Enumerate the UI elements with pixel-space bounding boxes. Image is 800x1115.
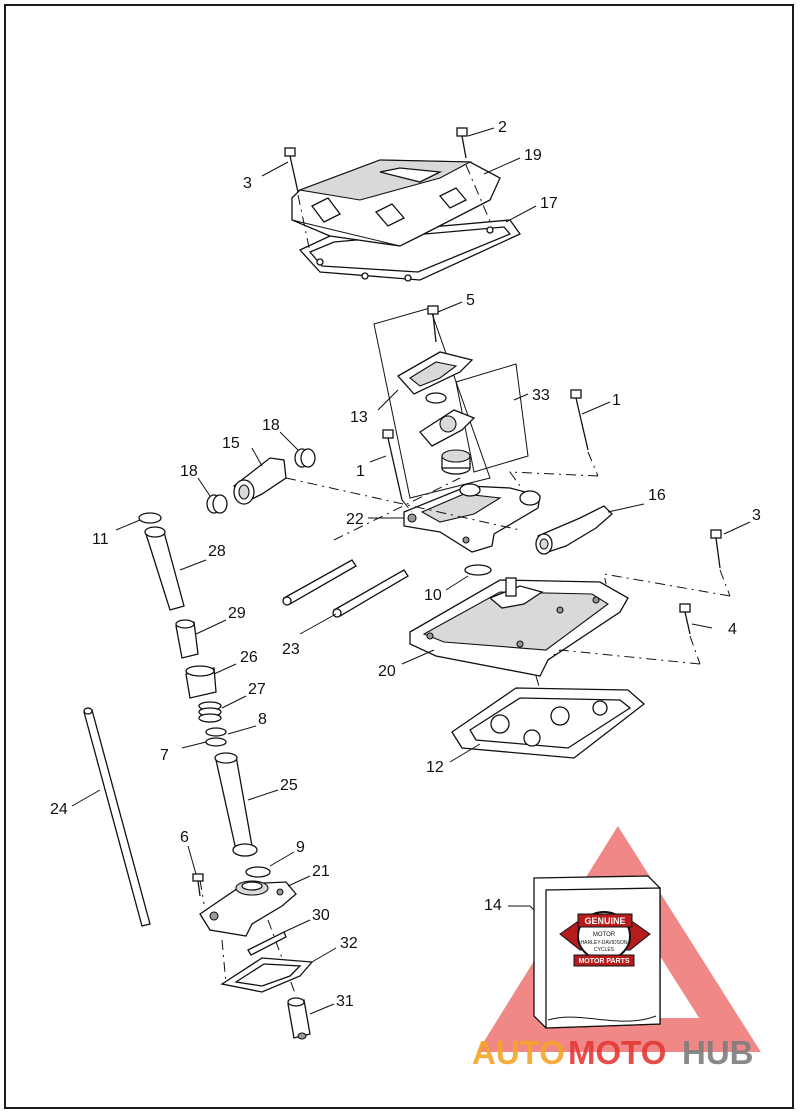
oring-11 [138,512,162,524]
callout-30: 30 [312,907,330,924]
bolt-5 [427,305,439,343]
callout-32: 32 [340,935,358,952]
badge-brand-text: HARLEY-DAVIDSON [581,940,628,946]
bolt-6 [192,873,204,897]
rocker-arm-15 [233,457,287,505]
pushrod-24 [83,707,151,927]
rocker-cover-19 [291,159,501,247]
bolt-2-cover [456,127,468,159]
callout-11: 11 [92,531,109,548]
bolt-4 [679,603,691,635]
callout-3-cover: 3 [243,175,252,192]
watermark-auto: AUTO [472,1034,565,1071]
breather-cover-5 [396,351,474,395]
callout-19: 19 [524,147,542,164]
watermark-moto: MOTO [568,1034,666,1071]
callout-12: 12 [426,759,444,776]
callout-4: 4 [728,621,737,638]
callout-15: 15 [222,435,240,452]
callout-6: 6 [180,829,189,846]
callout-20: 20 [378,663,396,680]
genuine-motor-parts-badge: GENUINE MOTOR HARLEY-DAVIDSON CYCLES MOT… [559,911,651,967]
pushrod-tube-upper-28 [144,526,185,611]
bracket-33 [455,363,529,473]
callout-3-housing: 3 [752,507,761,524]
gasket-12 [451,687,646,759]
callout-2: 2 [498,119,507,136]
rocker-shaft-23-b [332,569,409,618]
bolt-1-right [570,389,589,451]
callout-14: 14 [484,897,502,914]
pushrod-tube-lower-25 [214,752,258,857]
watermark-hub: HUB [682,1034,754,1071]
gasket-32 [220,957,314,993]
badge-motor-parts-text: MOTOR PARTS [578,958,629,965]
callout-29: 29 [228,605,246,622]
lifter-31 [287,997,311,1040]
spring-27 [198,701,222,723]
pin-30 [247,931,287,956]
callout-18-left: 18 [180,463,198,480]
bolt-3-housing [710,529,722,569]
callout-27: 27 [248,681,266,698]
oring-8 [205,727,227,737]
rocker-arm-16 [535,505,613,555]
callout-33: 33 [532,387,550,404]
callout-23: 23 [282,641,300,658]
bolt-3-cover [284,147,299,193]
callout-25: 25 [280,777,298,794]
callout-17: 17 [540,195,558,212]
callout-31: 31 [336,993,354,1010]
lower-rocker-housing-20 [409,577,629,677]
callout-21: 21 [312,863,330,880]
leader-lines [71,127,751,1015]
callout-10: 10 [424,587,442,604]
callout-26: 26 [240,649,258,666]
callout-24: 24 [50,801,68,818]
callout-1-right: 1 [612,392,621,409]
callout-22: 22 [346,511,364,528]
rocker-support-22 [403,483,541,553]
bushing-18-right [294,448,316,468]
callout-18-right: 18 [262,417,280,434]
callout-9: 9 [296,839,305,856]
callout-16: 16 [648,487,666,504]
oring-9 [245,866,271,878]
badge-motor-text: MOTOR [593,932,616,938]
bushing-18-left [206,494,228,514]
callout-13: 13 [350,409,368,426]
callout-8: 8 [258,711,267,728]
lifter-cover-21 [199,880,297,937]
pushrod-tube-middle-29 [175,619,199,659]
breather-valve [419,409,476,447]
badge-genuine-text: GENUINE [584,916,625,926]
callout-28: 28 [208,543,226,560]
breather-oring [425,392,447,404]
watermark-text: AUTO MOTO HUB [472,1034,754,1071]
rocker-shaft-23-a [282,559,357,606]
page-frame [4,4,794,1109]
breather-filter [441,449,471,475]
spring-cap-26 [185,665,217,699]
bracket-13 [373,307,491,499]
callout-1-left: 1 [356,463,365,480]
callout-7: 7 [160,747,169,764]
badge-cycles-text: CYCLES [594,947,615,953]
bolt-1-left [382,429,403,501]
oring-10 [464,564,492,576]
oring-7 [205,737,227,747]
callout-5: 5 [466,292,475,309]
